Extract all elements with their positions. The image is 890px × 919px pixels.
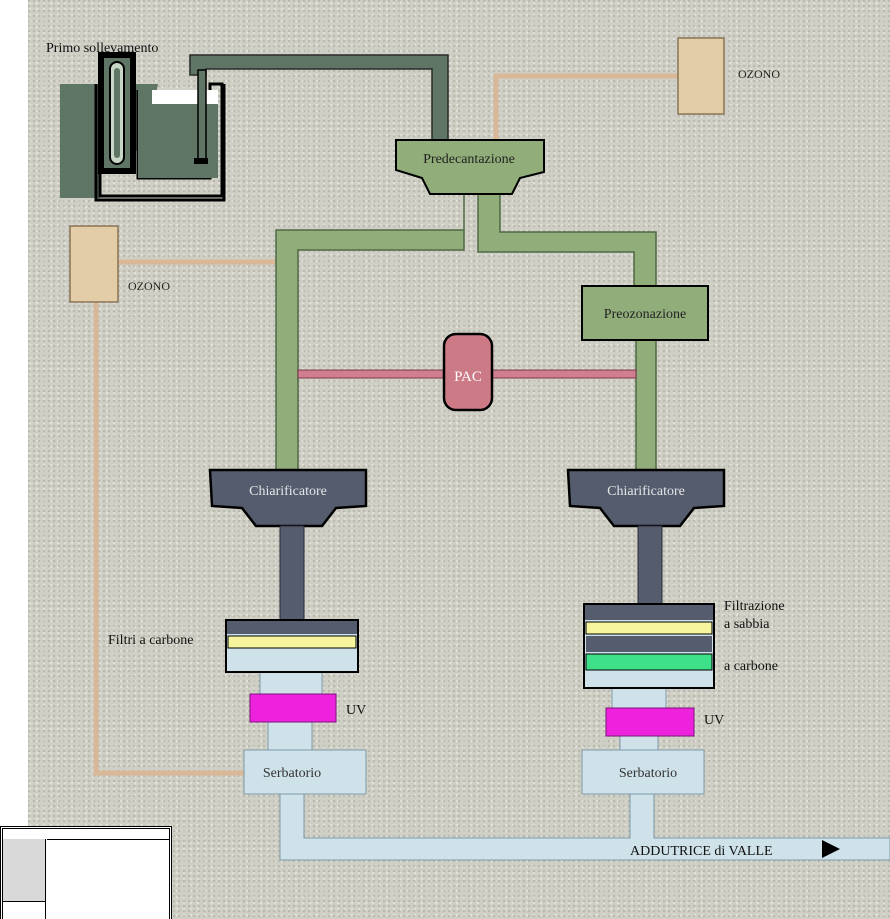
filtrazione-right: Filtrazione a sabbia a carbone (583, 599, 785, 689)
serbatorio-right: Serbatorio (581, 749, 705, 795)
uv-right-label: UV (704, 713, 724, 728)
clarified-pipe-left (279, 525, 305, 625)
a-sabbia-label: a sabbia (724, 617, 770, 632)
legend-cell-gray (3, 839, 46, 902)
ozone-generator-top: OZONO (677, 37, 780, 115)
predecantazione-tank: Predecantazione (395, 139, 545, 195)
serbatorio-left: Serbatorio (243, 749, 367, 795)
uv-left-label: UV (346, 703, 366, 718)
pac-box: PAC (442, 332, 494, 412)
filtri-a-carbone-left: Filtri a carbone (108, 619, 359, 673)
chiarificatore-right-label: Chiarificatore (607, 484, 685, 499)
primo-sollevamento-label: Primo sollevamento (46, 41, 158, 56)
uv-right: UV (605, 707, 724, 737)
raw-water-pipe (189, 54, 449, 141)
pac-label: PAC (454, 369, 482, 385)
serbatorio-left-label: Serbatorio (263, 766, 321, 781)
ozone-line-left (93, 259, 276, 776)
legend-cell-empty (3, 901, 46, 919)
flow-arrow-icon (822, 840, 840, 858)
predecantazione-label: Predecantazione (423, 152, 515, 167)
ozono-top-label: OZONO (738, 67, 780, 81)
clarified-pipe-right (637, 525, 663, 607)
ozone-line-top (493, 73, 680, 140)
primo-sollevamento-intake (60, 52, 226, 202)
serbatorio-right-label: Serbatorio (619, 766, 677, 781)
legend-body (47, 839, 169, 919)
adduttrice-label: ADDUTRICE di VALLE (630, 844, 773, 859)
preozonazione-tank: Preozonazione (581, 285, 709, 341)
ozono-left-label: OZONO (128, 279, 170, 293)
legend-table (0, 826, 172, 919)
ozone-generator-left: OZONO (69, 225, 170, 303)
uv-left: UV (249, 693, 366, 723)
chiarificatore-right: Chiarificatore (566, 468, 726, 528)
filtri-a-carbone-label: Filtri a carbone (108, 633, 194, 648)
chiarificatore-left-label: Chiarificatore (249, 484, 327, 499)
chiarificatore-left: Chiarificatore (208, 468, 368, 528)
preozonazione-label: Preozonazione (604, 307, 686, 322)
a-carbone-label: a carbone (724, 659, 778, 674)
filtrazione-label: Filtrazione (724, 599, 785, 614)
